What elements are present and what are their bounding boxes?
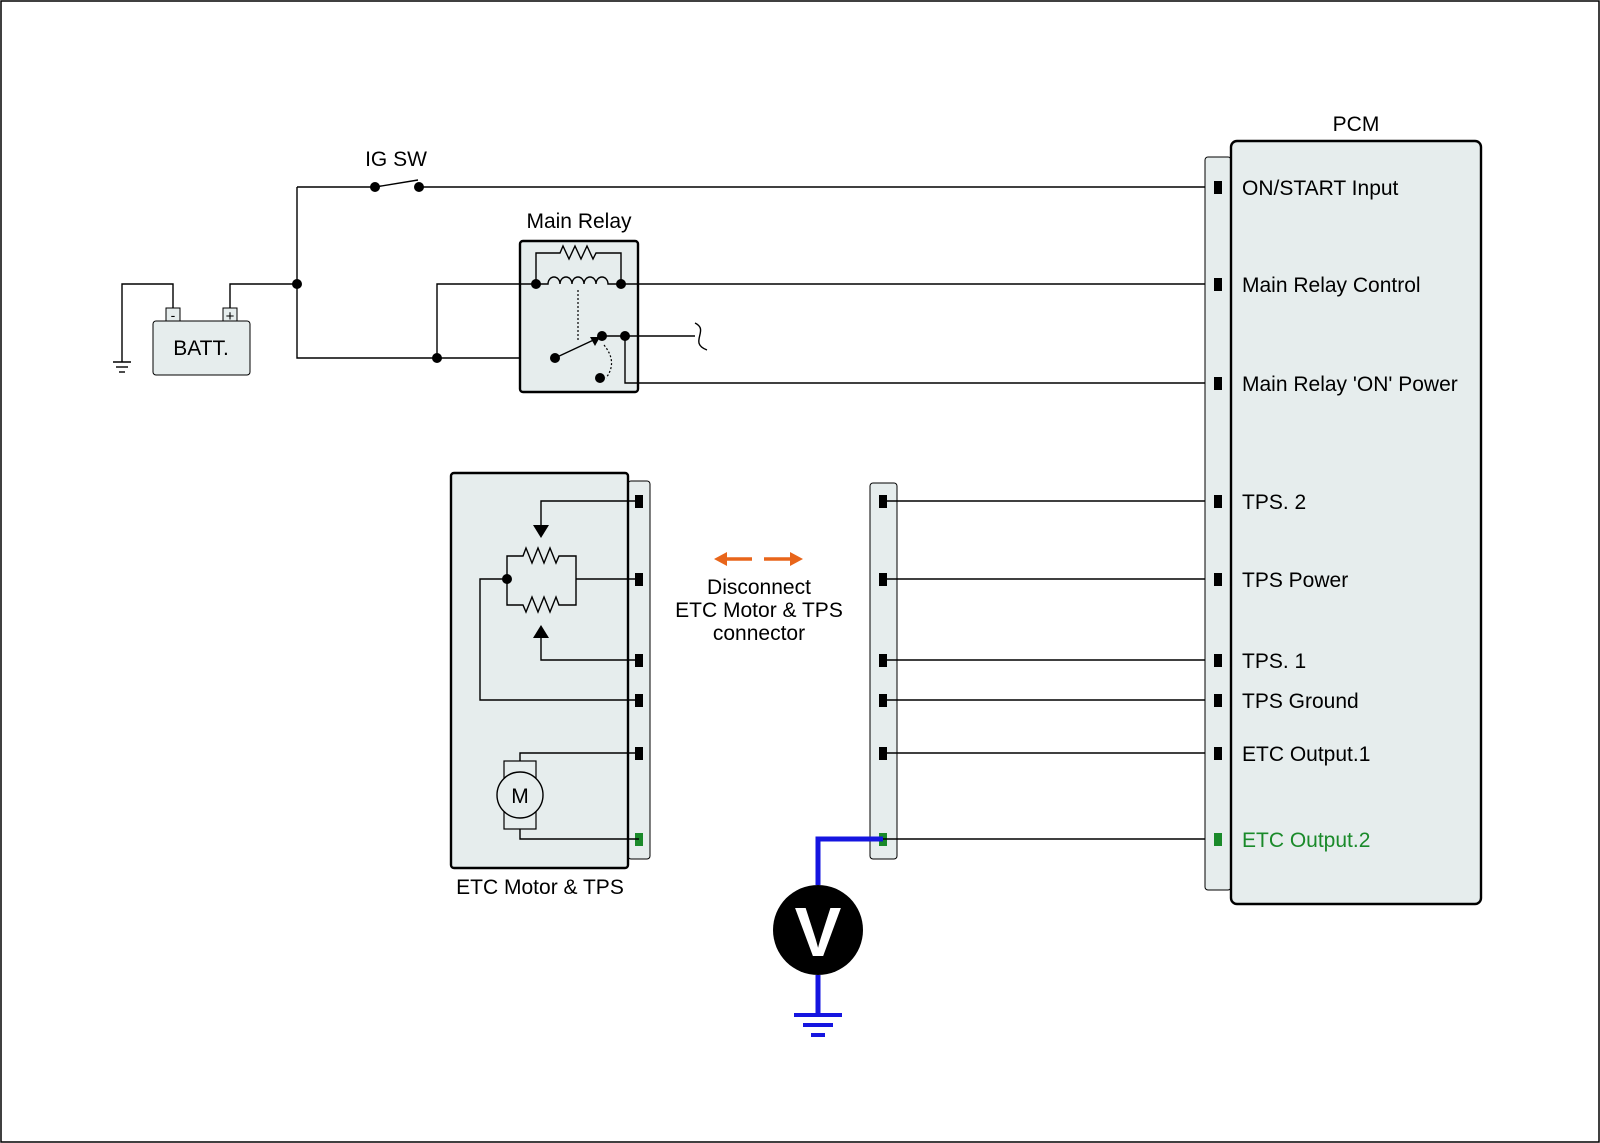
tps2-wiper-arrow [533, 525, 549, 538]
pcm-pin [1214, 573, 1222, 586]
pcm-pin-label-tps-ground: TPS Ground [1242, 690, 1359, 713]
voltmeter-label: V [795, 893, 842, 971]
battery-neg-sign: - [171, 307, 176, 323]
pcm-pin-highlight [1214, 833, 1222, 846]
pcm-pin [1214, 181, 1222, 194]
arrow-left-icon [714, 552, 727, 566]
main-relay-on-power-wire [624, 336, 1218, 384]
relay-contact-nc [595, 373, 605, 383]
harness-connector [869, 482, 898, 860]
pcm-pin-label-on-start: ON/START Input [1242, 177, 1399, 200]
switch-blade [374, 179, 419, 188]
etc-connector-strip [627, 480, 651, 860]
pcm-pin [1214, 654, 1222, 667]
pcm-label: PCM [1333, 113, 1380, 136]
disconnect-note: Disconnect ETC Motor & TPS connector [675, 552, 843, 645]
pcm-pin [1214, 747, 1222, 760]
tps-ground-wire [479, 578, 639, 701]
battery-wiring [113, 187, 555, 373]
junction-dot [292, 279, 302, 289]
coil-feed-wire [436, 283, 536, 358]
relay-resistor [535, 244, 622, 284]
main-relay-label: Main Relay [526, 210, 632, 233]
pcm-pin [1214, 278, 1222, 291]
relay-coil [536, 276, 621, 285]
motor-label: M [511, 785, 529, 808]
pcm-pin-label-tps-power: TPS Power [1242, 569, 1348, 592]
note-line-1: Disconnect [707, 576, 811, 599]
harness-wiring [883, 500, 1218, 840]
tps1-wiper-arrow [533, 625, 549, 638]
probe-wire [815, 836, 883, 885]
pcm-box [1229, 139, 1483, 906]
arrow-right-icon [790, 552, 803, 566]
tps1-wiper-wire [540, 638, 639, 661]
relay-arm-arrow [590, 337, 600, 346]
pcm-pin-label-tps1: TPS. 1 [1242, 650, 1306, 673]
pcm: PCM ON/START Input Main Relay Control Ma… [1204, 113, 1483, 906]
motor-wire [519, 829, 639, 840]
pcm-pin-label-etc-output1: ETC Output.1 [1242, 743, 1370, 766]
main-relay: Main Relay [518, 210, 640, 394]
main-bus-wire [296, 187, 555, 359]
battery-label: BATT. [173, 337, 229, 360]
pcm-connector-strip [1204, 156, 1232, 891]
voltmeter-icon [773, 885, 863, 975]
motor-wire [519, 752, 639, 761]
pcm-pin-label-tps2: TPS. 2 [1242, 491, 1306, 514]
ground-wire [121, 283, 174, 362]
pcm-pin [1214, 495, 1222, 508]
junction-dot [502, 574, 512, 584]
pcm-pin-label-main-relay-control: Main Relay Control [1242, 274, 1421, 297]
pcm-pin-label-main-relay-on-power: Main Relay 'ON' Power [1242, 373, 1458, 396]
battery-positive-wire [229, 283, 297, 308]
harness-connector-strip [869, 482, 898, 860]
wire-break-symbol [694, 322, 708, 351]
relay-wiring [436, 283, 1218, 384]
note-line-2: ETC Motor & TPS [675, 599, 843, 622]
pcm-pin-label-etc-output2: ETC Output.2 [1242, 829, 1370, 852]
pcm-pin [1214, 377, 1222, 390]
motor-icon [496, 771, 544, 819]
relay-throw-arc [603, 344, 613, 379]
pcm-pin [1214, 694, 1222, 707]
etc-module-label: ETC Motor & TPS [456, 876, 624, 899]
battery-body [152, 320, 251, 376]
note-line-3: connector [713, 622, 805, 645]
battery-pos-sign: + [226, 308, 235, 325]
battery: BATT. - + [152, 307, 251, 376]
ig-switch-label: IG SW [365, 148, 427, 171]
etc-module-box [449, 471, 630, 870]
tps2-wiper-wire [540, 500, 639, 527]
ignition-switch: IG SW [297, 148, 1218, 192]
tps-resistors [506, 546, 577, 614]
etc-motor-tps: ETC Motor & TPS M [449, 471, 651, 899]
voltmeter: V [773, 836, 883, 1037]
